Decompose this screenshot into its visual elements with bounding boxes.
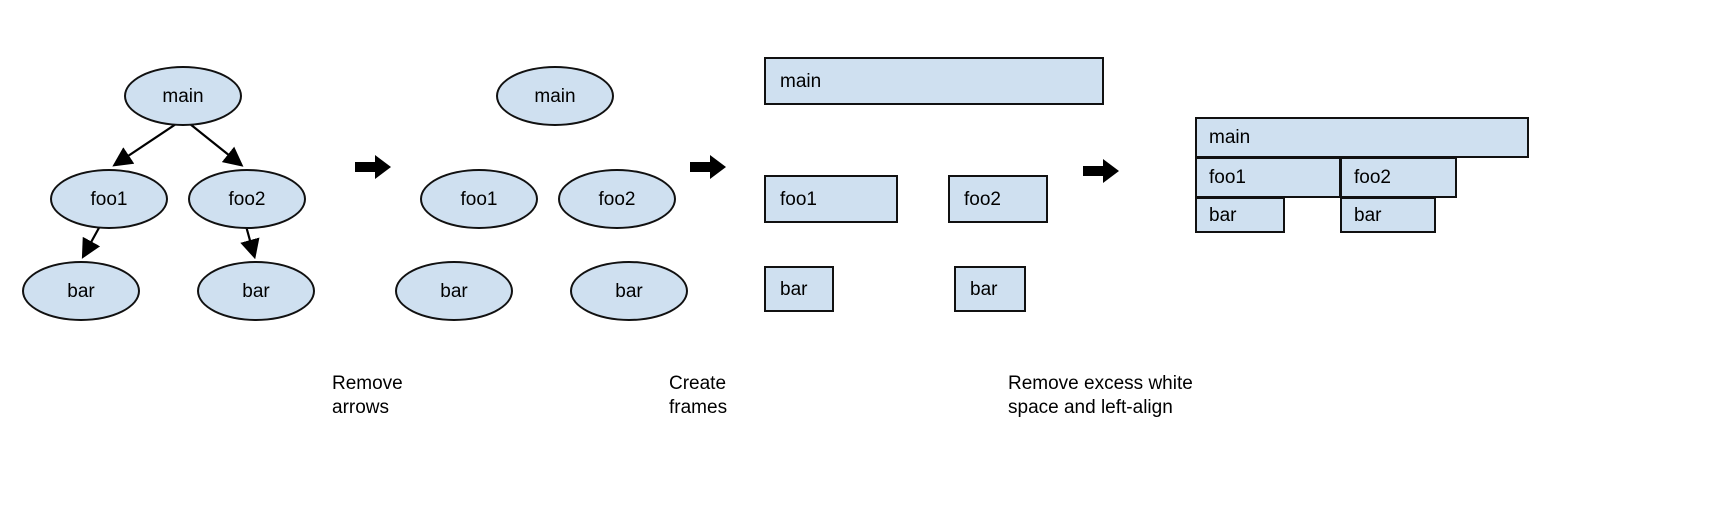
noarrow-node-bar-left[interactable]: bar	[395, 261, 513, 321]
tree-node-bar-left[interactable]: bar	[22, 261, 140, 321]
flame-main[interactable]: main	[1195, 117, 1529, 158]
frame-bar-left[interactable]: bar	[764, 266, 834, 312]
tree-node-main[interactable]: main	[124, 66, 242, 126]
step-arrow-3-icon	[1083, 159, 1119, 183]
caption-create-frames: Create frames	[669, 373, 728, 418]
tree-node-foo2[interactable]: foo2	[188, 169, 306, 229]
frame-bar-right[interactable]: bar	[954, 266, 1026, 312]
noarrow-node-main[interactable]: main	[496, 66, 614, 126]
flame-foo2[interactable]: foo2	[1340, 157, 1457, 198]
step-arrow-2-icon	[690, 155, 726, 179]
flame-foo1[interactable]: foo1	[1195, 157, 1341, 198]
flame-bar-right[interactable]: bar	[1340, 197, 1436, 233]
step-arrow-1-icon	[355, 155, 391, 179]
frame-foo1[interactable]: foo1	[764, 175, 898, 223]
tree-node-foo1[interactable]: foo1	[50, 169, 168, 229]
noarrow-node-foo2[interactable]: foo2	[558, 169, 676, 229]
caption-remove-whitespace: Remove excess white space and left-align	[1008, 373, 1193, 418]
frame-main[interactable]: main	[764, 57, 1104, 105]
tree-node-bar-right[interactable]: bar	[197, 261, 315, 321]
caption-remove-arrows: Remove arrows	[332, 373, 403, 418]
noarrow-node-foo1[interactable]: foo1	[420, 169, 538, 229]
flame-bar-left[interactable]: bar	[1195, 197, 1285, 233]
noarrow-node-bar-right[interactable]: bar	[570, 261, 688, 321]
frame-foo2[interactable]: foo2	[948, 175, 1048, 223]
